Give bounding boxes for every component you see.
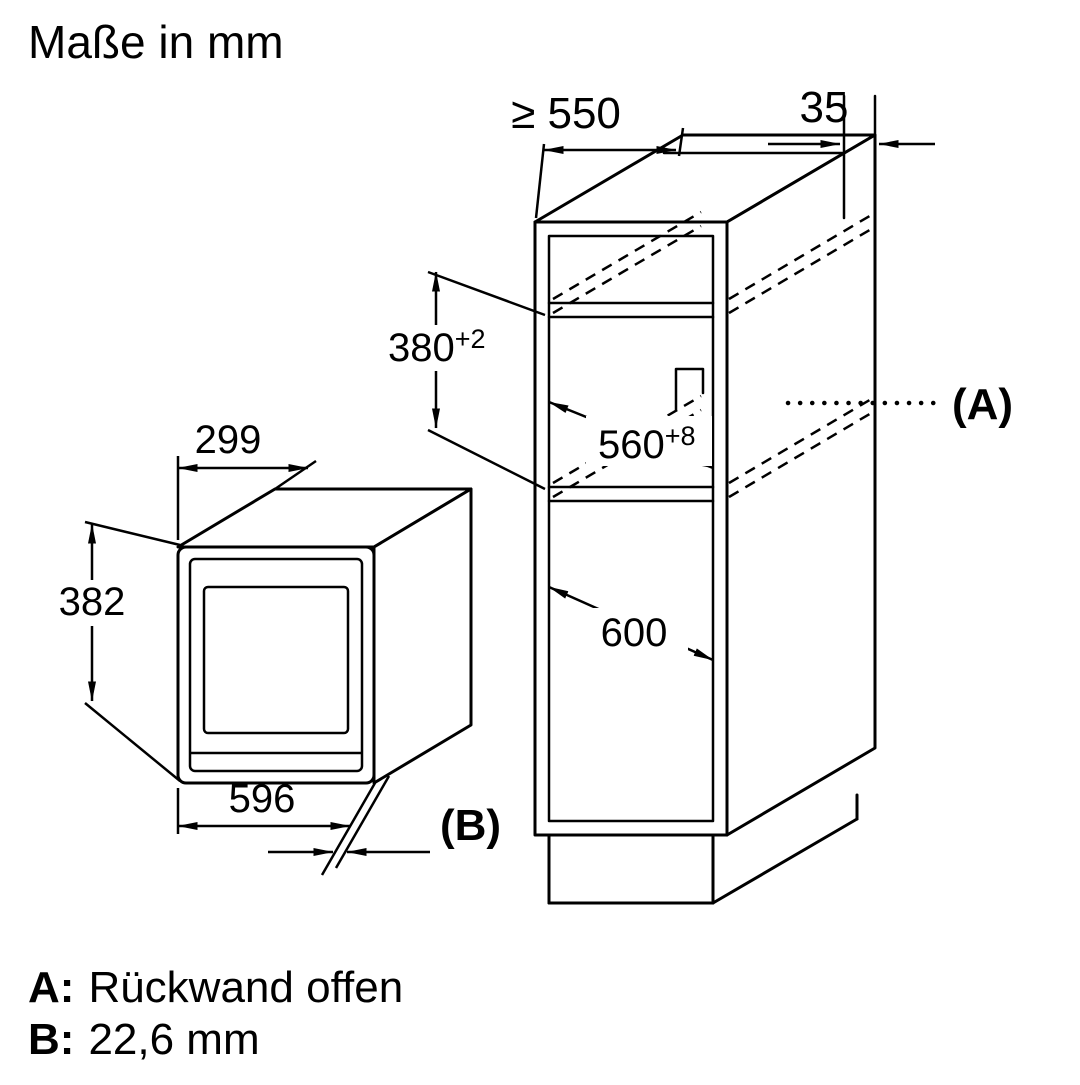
cabinet-rear-gap bbox=[662, 94, 877, 220]
dim-mw-height: 382 bbox=[46, 520, 181, 782]
microwave-door-frame bbox=[188, 557, 364, 773]
niche-width-label: 560+8 bbox=[598, 421, 696, 467]
dim-niche-width: 560+8 bbox=[548, 400, 714, 470]
cabinet-front-face bbox=[533, 220, 729, 837]
microwave-front-face bbox=[176, 545, 376, 785]
legend: A:Rückwand offen B:22,6 mm bbox=[28, 963, 403, 1064]
top-gap-label: 35 bbox=[800, 83, 849, 132]
microwave-door-window bbox=[202, 585, 350, 735]
cabinet-inner-frame bbox=[547, 234, 715, 823]
dim-door-proud: (B) bbox=[268, 775, 501, 876]
dim-lower-opening: 600 bbox=[548, 585, 714, 662]
dim-cabinet-depth: ≥ 550 bbox=[511, 89, 685, 219]
mw-height-label: 382 bbox=[59, 580, 126, 624]
callout-a: (A) bbox=[785, 380, 1013, 429]
niche-height-label: 380+2 bbox=[388, 324, 486, 370]
page-title: Maße in mm bbox=[28, 16, 284, 68]
mw-width-label: 596 bbox=[229, 777, 296, 821]
cabinet-depth-label: ≥ 550 bbox=[511, 89, 621, 138]
lower-opening-label: 600 bbox=[601, 611, 668, 655]
callout-a-label: (A) bbox=[952, 380, 1013, 429]
dim-niche-height: 380+2 bbox=[380, 270, 546, 491]
legend-line-b: B:22,6 mm bbox=[28, 1015, 260, 1064]
cabinet-shelves bbox=[547, 301, 715, 503]
dim-top-gap: 35 bbox=[768, 83, 935, 148]
mw-depth-label: 299 bbox=[195, 418, 262, 462]
microwave-drawing bbox=[176, 487, 473, 785]
callout-b-label: (B) bbox=[440, 801, 501, 850]
dim-mw-depth: 299 bbox=[176, 418, 317, 540]
legend-line-a: A:Rückwand offen bbox=[28, 963, 403, 1012]
cabinet-drawing bbox=[533, 94, 877, 905]
rear-wall-cutout bbox=[674, 367, 705, 412]
cabinet-plinth bbox=[547, 793, 859, 905]
dim-mw-width: 596 bbox=[176, 777, 351, 834]
cabinet-hidden-shelf-lines bbox=[552, 210, 874, 499]
